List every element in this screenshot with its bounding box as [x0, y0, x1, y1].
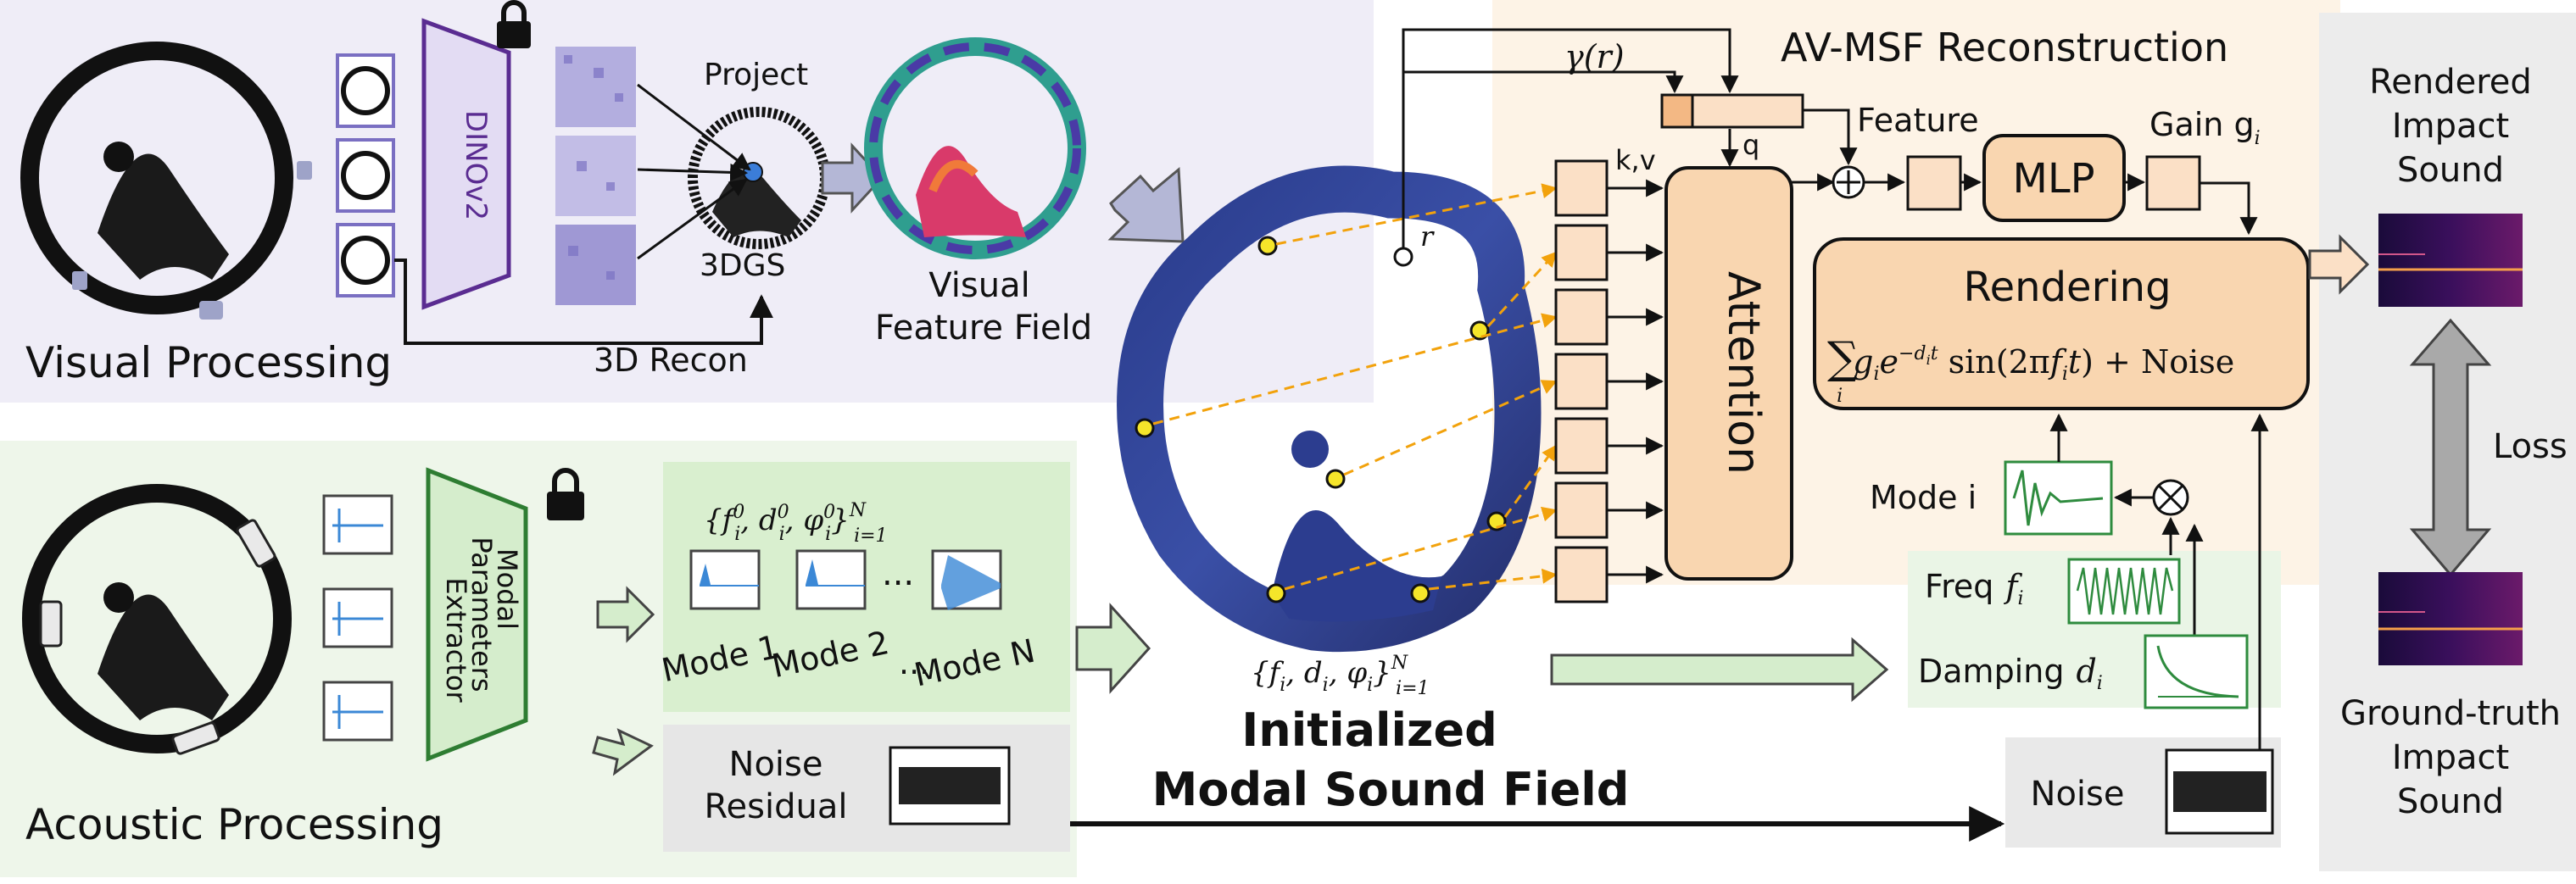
patch-noise [564, 55, 623, 280]
r-label: r [1420, 220, 1435, 253]
impact-hammers [39, 519, 276, 755]
gain-vector [2145, 155, 2201, 211]
field-sample-points [1135, 236, 1507, 603]
field-to-kv-dashed-arrows [1152, 183, 1558, 591]
attention-block [1664, 166, 1793, 581]
query-vector [1660, 93, 1804, 129]
r-to-gamma-line [1402, 28, 1739, 248]
project-arrows [637, 83, 751, 260]
feature-vector [1906, 155, 1962, 211]
rendered-label-3: Sound [2397, 151, 2504, 190]
noise-waveform [2165, 748, 2274, 835]
modes-ellipsis-2: ... [899, 644, 929, 681]
field-to-modes-arrow [1550, 637, 1889, 703]
kv-column [1554, 159, 1609, 603]
extractor-label-3: Extractor [440, 577, 472, 703]
project-label: Project [704, 58, 808, 92]
extractor-lock-icon [547, 468, 584, 520]
field-title-2: Modal Sound Field [1152, 763, 1630, 816]
rendering-label: Rendering [1963, 264, 2171, 311]
camera-icons [72, 161, 312, 320]
recon-label: 3D Recon [594, 342, 748, 379]
recon-path [394, 259, 773, 345]
dinov2-lock-icon [497, 0, 531, 48]
rendered-spectrogram [2378, 214, 2523, 307]
kv-to-attention-arrows [1607, 179, 1664, 584]
mode-i-waveform [2004, 460, 2113, 536]
waveform-lines [332, 509, 383, 729]
r-to-gamma-branch [1403, 70, 1684, 94]
mode-waves [700, 555, 1001, 610]
q-label: q [1742, 129, 1759, 161]
dinov2-block: DINOv2 [421, 18, 511, 310]
extractor-label-2: Parameters [466, 537, 498, 692]
kv-label: k,v [1615, 144, 1656, 176]
noise-residual-2: Residual [705, 787, 848, 826]
mlp-block [1982, 134, 2126, 222]
extractor-label-1: Modal [491, 548, 523, 630]
gs-label: 3DGS [700, 248, 785, 283]
field-title-1: Initialized [1241, 703, 1497, 757]
field-label-2: Feature Field [875, 309, 1092, 347]
damping-curve [2144, 634, 2249, 709]
gt-label-1: Ground-truth [2340, 694, 2561, 733]
mode-label: Mode i [1870, 479, 1977, 516]
multiply-node [2152, 479, 2189, 516]
feature-field-to-msf-arrow [1107, 166, 1185, 243]
modes-ellipsis: ... [882, 554, 914, 593]
attention-label: Attention [1718, 271, 1769, 475]
input-object-visual [20, 42, 293, 314]
field-label-1: Visual [928, 266, 1029, 305]
modal-sound-field [1117, 165, 1542, 653]
gt-label-2: Impact [2392, 738, 2509, 777]
gain-label: Gain gi [2149, 106, 2261, 149]
gt-label-3: Sound [2397, 782, 2504, 821]
rendered-label-2: Impact [2392, 107, 2509, 146]
mlp-label: MLP [2012, 155, 2094, 203]
feature-label: Feature [1857, 102, 1979, 139]
extractor-to-modes-arrow [596, 586, 655, 643]
gt-spectrogram [2378, 572, 2523, 665]
extractor-block: Modal Parameters Extractor [426, 467, 528, 762]
sum-node [1832, 165, 1865, 199]
rendering-equation: ∑igie−dit sin(2πfit) + Noise [1827, 333, 2234, 407]
visual-section-label: Visual Processing [25, 338, 392, 387]
modes-to-field-arrow [1075, 603, 1151, 694]
dinov2-label: DINOv2 [459, 110, 493, 220]
gain-to-rendering-arrow [2200, 181, 2258, 236]
rendering-block [1813, 237, 2310, 410]
noise-residual-1: Noise [729, 745, 823, 784]
thumbnail-objects [341, 66, 390, 285]
visual-feature-field [864, 37, 1086, 259]
gamma-label: γ(r) [1564, 38, 1625, 75]
noise-residual-waveform [889, 746, 1011, 826]
rendered-label-1: Rendered [2369, 63, 2532, 102]
extractor-to-noise-arrow [592, 728, 654, 776]
loss-label: Loss [2493, 427, 2568, 466]
query-to-sum-line [1803, 108, 1858, 166]
query-point [1393, 247, 1413, 267]
acoustic-section-label: Acoustic Processing [25, 800, 443, 849]
feature-patches [555, 47, 636, 305]
recon-title: AV-MSF Reconstruction [1781, 25, 2228, 70]
rendering-to-output-arrow [2308, 234, 2370, 295]
noise-label: Noise [2031, 775, 2125, 814]
input-object-acoustic [22, 484, 292, 753]
freq-waveform [2067, 558, 2181, 625]
